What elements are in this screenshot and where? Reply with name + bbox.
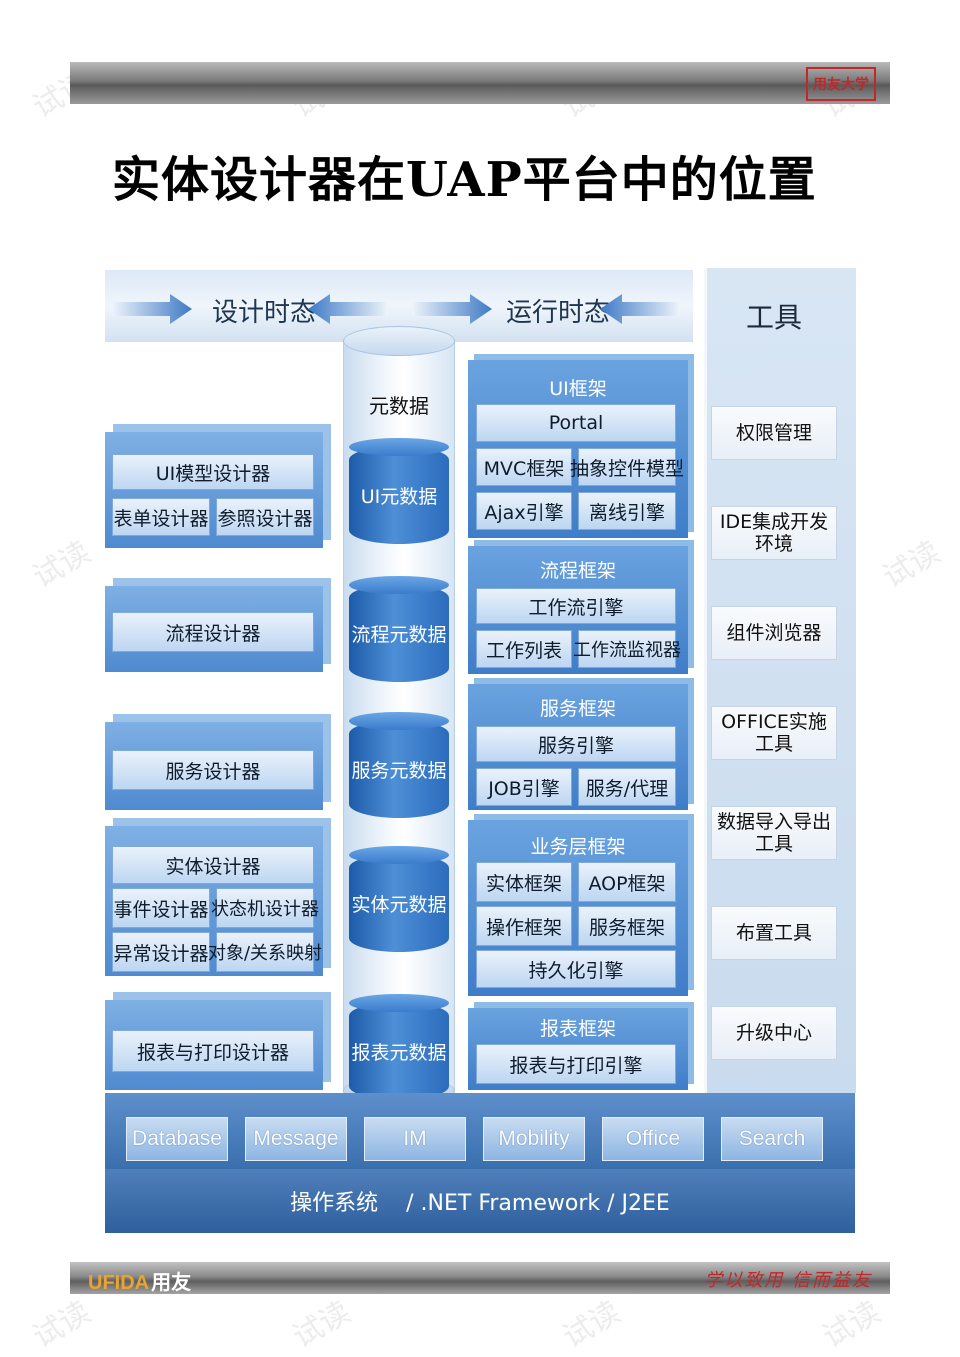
service-database: Database	[126, 1117, 228, 1161]
mvc-framework: MVC框架	[476, 448, 572, 486]
arrow-left-icon	[308, 294, 388, 324]
offline-engine: 离线引擎	[578, 492, 676, 530]
flow-metadata: 流程元数据	[349, 576, 449, 682]
tool-data-import-export: 数据导入导出工具	[711, 806, 837, 860]
persistence-engine: 持久化引擎	[476, 950, 676, 988]
entity-metadata: 实体元数据	[349, 846, 449, 952]
business-framework-title: 业务层框架	[530, 836, 626, 858]
arrow-right-icon	[112, 294, 192, 324]
flow-metadata-label: 流程元数据	[351, 623, 447, 646]
service-mobility: Mobility	[483, 1117, 585, 1161]
arrow-left-icon	[600, 294, 680, 324]
service-metadata-label: 服务元数据	[351, 759, 447, 782]
metadata-cylinder-top	[343, 326, 455, 356]
service-search: Search	[721, 1117, 823, 1161]
service-designer: 服务设计器	[112, 750, 314, 790]
reference-designer: 参照设计器	[216, 498, 314, 536]
work-list: 工作列表	[476, 630, 572, 668]
aop-framework: AOP框架	[578, 862, 676, 902]
ui-framework-title: UI框架	[549, 378, 607, 400]
ajax-engine: Ajax引擎	[476, 492, 572, 530]
entity-framework: 实体框架	[476, 862, 572, 902]
service-office: Office	[602, 1117, 704, 1161]
object-relation-mapping: 对象/关系映射	[208, 932, 322, 972]
arrow-right-icon	[412, 294, 492, 324]
brand-cn: 用友	[151, 1272, 192, 1294]
flow-designer: 流程设计器	[112, 612, 314, 652]
metadata-title: 元数据	[369, 394, 429, 418]
operation-framework: 操作框架	[476, 906, 572, 946]
abstract-control-model: 抽象控件模型	[570, 448, 684, 486]
service-framework-box: 服务框架	[578, 906, 676, 946]
header-bar: 用友大学	[70, 62, 890, 104]
flow-framework-title: 流程框架	[539, 560, 616, 582]
tools-column	[704, 268, 856, 1093]
phase-runtime-label: 运行时态	[506, 298, 611, 328]
report-metadata: 报表元数据	[349, 994, 449, 1100]
tools-title: 工具	[745, 301, 802, 334]
ui-model-designer: UI模型设计器	[112, 454, 314, 490]
phase-design-label: 设计时态	[212, 298, 317, 328]
brand-stamp-logo: 用友大学	[806, 67, 876, 101]
report-print-designer: 报表与打印设计器	[112, 1030, 314, 1072]
event-designer: 事件设计器	[112, 888, 210, 928]
tool-ide: IDE集成开发环境	[711, 506, 837, 560]
tool-upgrade-center: 升级中心	[711, 1006, 837, 1060]
page-title: 实体设计器在UAP平台中的位置	[112, 152, 817, 208]
report-print-engine: 报表与打印引擎	[476, 1044, 676, 1084]
workflow-monitor: 工作流监视器	[573, 630, 681, 668]
service-engine: 服务引擎	[476, 726, 676, 762]
ui-metadata: UI元数据	[349, 438, 449, 544]
report-framework-title: 报表框架	[539, 1018, 616, 1040]
service-framework-title: 服务框架	[539, 698, 616, 720]
platform-band: 操作系统 / .NET Framework / J2EE	[105, 1169, 855, 1233]
brand-en: UFIDA	[88, 1272, 150, 1294]
entity-designer: 实体设计器	[112, 846, 314, 884]
job-engine: JOB引擎	[476, 768, 572, 806]
tool-office-impl: OFFICE实施工具	[711, 706, 837, 760]
tool-deploy: 布置工具	[711, 906, 837, 960]
portal-box: Portal	[476, 404, 676, 442]
entity-metadata-label: 实体元数据	[351, 893, 447, 916]
tool-component-browser: 组件浏览器	[711, 606, 837, 660]
state-machine-designer: 状态机设计器	[211, 888, 319, 928]
service-metadata: 服务元数据	[349, 712, 449, 818]
exception-designer: 异常设计器	[112, 932, 210, 972]
workflow-engine: 工作流引擎	[476, 588, 676, 624]
footer-slogan: 学以致用 信而益友	[704, 1270, 872, 1291]
service-proxy: 服务/代理	[578, 768, 676, 806]
service-im: IM	[364, 1117, 466, 1161]
report-metadata-label: 报表元数据	[351, 1041, 447, 1064]
tool-permission: 权限管理	[711, 406, 837, 460]
service-message: Message	[245, 1117, 347, 1161]
ui-metadata-label: UI元数据	[360, 485, 438, 508]
form-designer: 表单设计器	[112, 498, 210, 536]
